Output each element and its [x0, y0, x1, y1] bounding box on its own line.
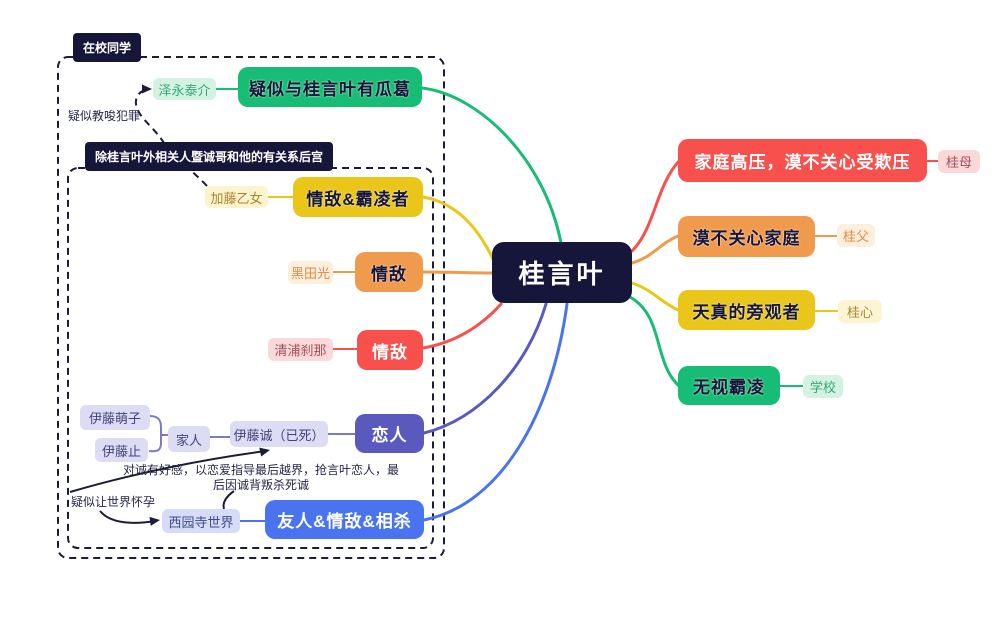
chip-school[interactable]: 学校	[803, 375, 843, 398]
chip-family[interactable]: 家人	[168, 426, 210, 452]
branch-line-school	[628, 295, 681, 388]
branch-line-affair	[420, 86, 563, 245]
branch-line-father	[630, 234, 680, 265]
branch-line-friend-rival	[422, 302, 569, 522]
relationship-crime-line[interactable]	[134, 88, 208, 187]
relationship-pregnant-arrowhead	[259, 447, 270, 457]
annotation-sekai-makoto-line2: 后因诚背叛杀死诚	[212, 478, 309, 492]
relationship-sekai-note-stub	[222, 490, 235, 510]
relationship-sekai-arrowhead	[149, 516, 160, 526]
annotation-sekai-makoto[interactable]: 对诚有好感，以恋爱指导最后越界，抢言叶恋人，最 后因诚背叛杀死诚	[100, 463, 422, 493]
chip-sawanaga-taisuke[interactable]: 泽永泰介	[153, 78, 216, 100]
branch-line-rival-red	[421, 302, 503, 350]
boundary-label-school-mates[interactable]: 在校同学	[73, 33, 142, 62]
chip-itou-makoto-dead[interactable]: 伊藤诚（已死）	[230, 421, 328, 447]
topic-rival-bully[interactable]: 情敌&霸凌者	[293, 177, 423, 217]
annotation-suspected-pregnancy[interactable]: 疑似让世界怀孕	[71, 495, 156, 509]
branch-line-little-sister	[630, 281, 680, 312]
topic-mother-pressure[interactable]: 家庭高压，漠不关心受欺压	[678, 139, 927, 182]
chip-katou-otome[interactable]: 加藤乙女	[205, 186, 268, 208]
boundary-label-harem[interactable]: 除桂言叶外相关人暨诚哥和他的有关系后宫	[85, 142, 334, 171]
relationship-pregnant-line[interactable]	[69, 450, 267, 493]
annotation-suspected-incitement[interactable]: 疑似教唆犯罪	[68, 109, 141, 123]
annotation-sekai-makoto-line1: 对诚有好感，以恋爱指导最后越界，抢言叶恋人，最	[122, 463, 399, 477]
topic-rival-setsuna[interactable]: 情敌	[357, 330, 423, 370]
central-topic-katsura-kotonoha[interactable]: 桂言叶	[492, 242, 632, 303]
topic-father-indifferent[interactable]: 漠不关心家庭	[678, 216, 815, 257]
topic-naive-bystander[interactable]: 天真的旁观者	[678, 290, 815, 330]
chip-bracket-family	[148, 415, 168, 453]
topic-ignore-bullying[interactable]: 无视霸凌	[678, 366, 780, 405]
chip-katsura-mother[interactable]: 桂母	[938, 150, 980, 173]
boundary-school-mates[interactable]	[57, 56, 445, 559]
topic-friend-rival-mutualkill[interactable]: 友人&情敌&相杀	[265, 500, 424, 539]
chip-katsura-father[interactable]: 桂父	[837, 224, 875, 247]
branch-line-rival-orange	[421, 270, 494, 275]
chip-itou-moeko[interactable]: 伊藤萌子	[80, 405, 150, 430]
chip-kuroda-hikari[interactable]: 黑田光	[288, 261, 333, 284]
topic-rival-hikari[interactable]: 情敌	[355, 252, 423, 292]
chip-kiyoura-setsuna[interactable]: 清浦刹那	[268, 338, 333, 361]
branch-line-rival-bully	[421, 195, 496, 263]
branch-line-lover	[422, 302, 548, 435]
chip-itou-itaru[interactable]: 伊藤止	[95, 438, 148, 462]
chip-katsura-kokoro[interactable]: 桂心	[838, 300, 882, 323]
relationship-sekai-line[interactable]	[99, 510, 157, 524]
topic-lover[interactable]: 恋人	[355, 414, 424, 453]
chip-saionji-sekai[interactable]: 西园寺世界	[162, 509, 240, 533]
branch-line-mother	[630, 159, 681, 253]
topic-affair-suspect[interactable]: 疑似与桂言叶有瓜葛	[238, 67, 422, 107]
relationship-crime-arrowhead	[142, 84, 152, 94]
